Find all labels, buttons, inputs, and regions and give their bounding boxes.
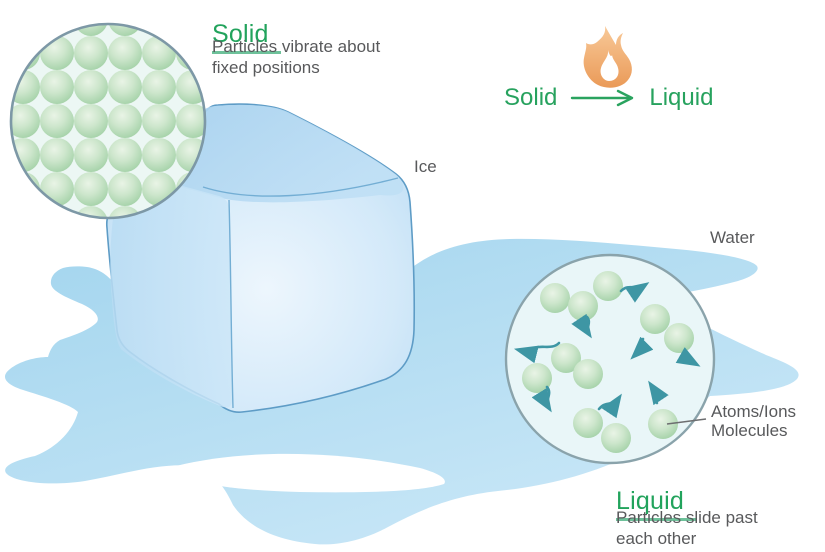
flame-icon bbox=[583, 26, 632, 88]
wavy-motion-arrow-icons bbox=[513, 282, 701, 419]
liquid-section-description: Particles slide past each other bbox=[616, 508, 758, 548]
ice-cube-top-face bbox=[143, 104, 404, 203]
puddle-white-inlet bbox=[174, 453, 445, 493]
phase-transition-caption: Solid Liquid bbox=[504, 84, 713, 112]
particles-label: Atoms/Ions Molecules bbox=[711, 402, 797, 440]
liquid-section-title: Liquid bbox=[616, 487, 696, 521]
solid-zoom-circle bbox=[9, 22, 207, 220]
pointer-line bbox=[666, 418, 707, 425]
transition-from-label: Solid bbox=[504, 84, 558, 111]
liquid-zoom-circle bbox=[504, 253, 716, 465]
right-arrow-icon bbox=[571, 89, 634, 107]
transition-to-label: Liquid bbox=[649, 84, 714, 111]
water-label: Water bbox=[710, 228, 755, 247]
solid-section-title: Solid bbox=[212, 20, 281, 54]
solid-section-description: Particles vibrate about fixed positions bbox=[212, 37, 381, 77]
ice-label: Ice bbox=[414, 157, 437, 176]
ice-cube-left-face bbox=[110, 174, 232, 408]
liquid-particles bbox=[522, 271, 694, 453]
